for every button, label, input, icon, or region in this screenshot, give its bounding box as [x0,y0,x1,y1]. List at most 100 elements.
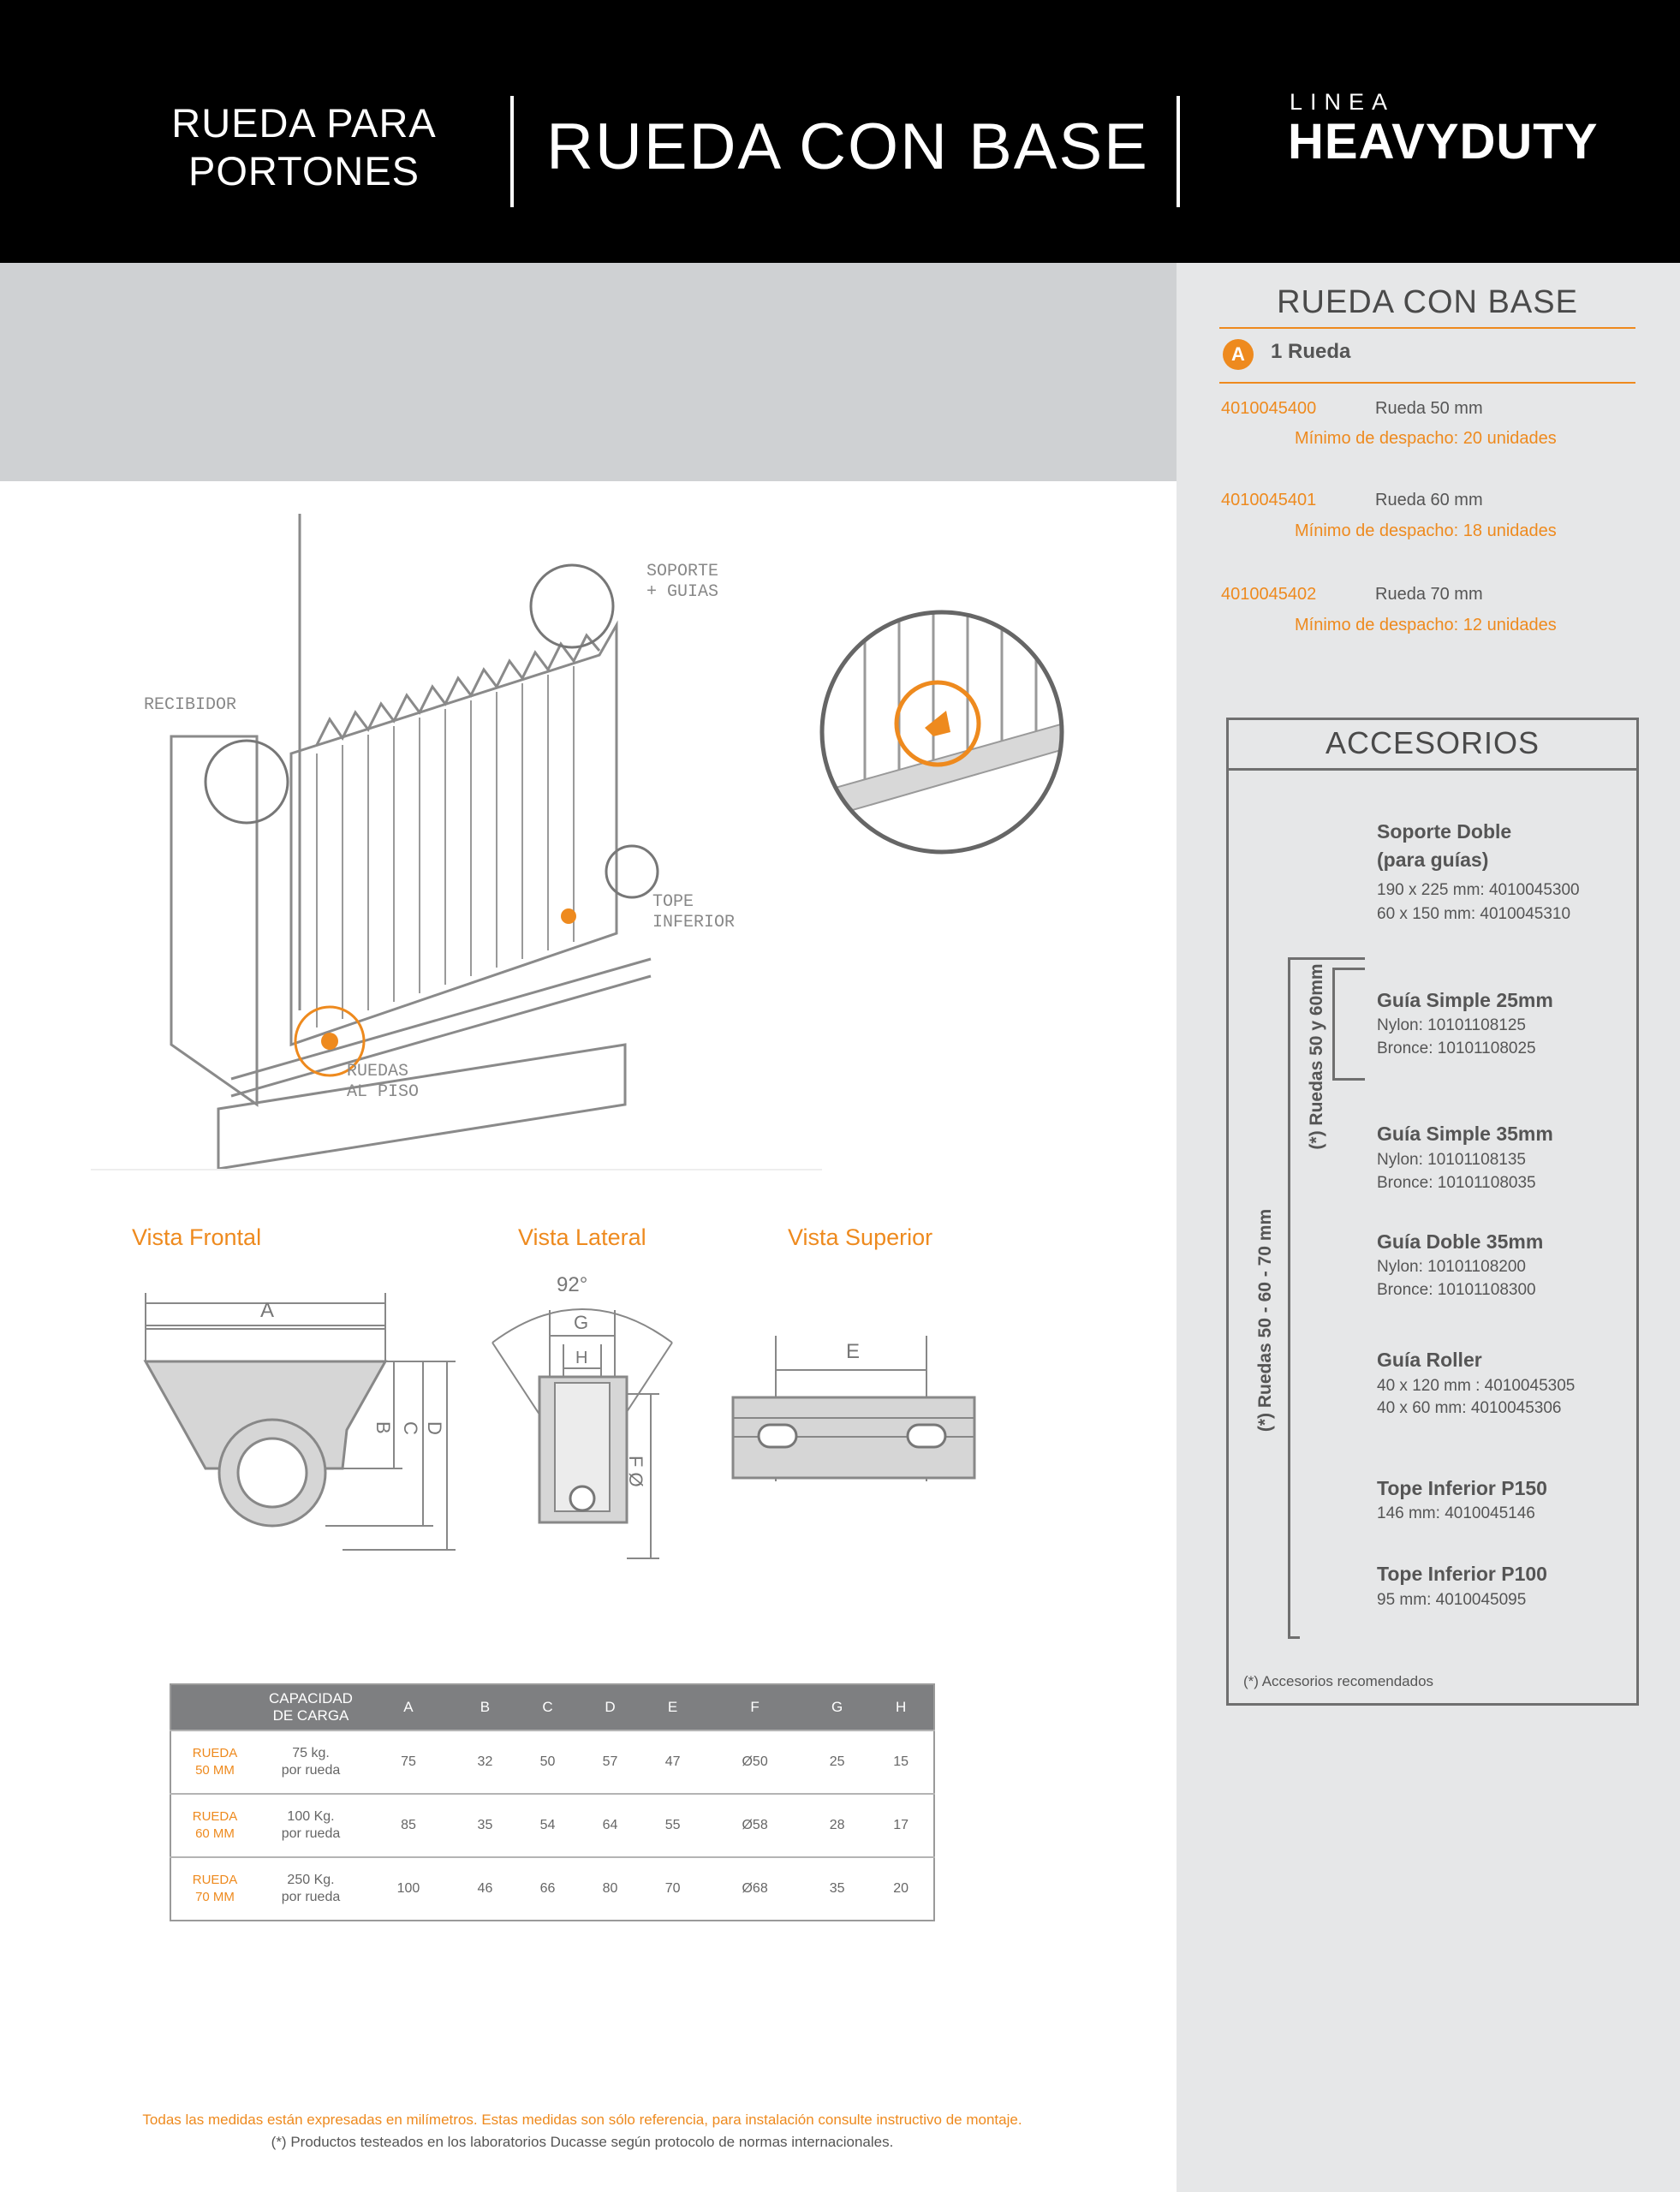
accessory-detail: Nylon: 10101108135 [1377,1151,1526,1169]
label-tope-1: TOPE [652,892,694,912]
table-cell: 35 [453,1793,516,1857]
table-header: F [704,1684,807,1730]
dim-c: C [400,1421,421,1435]
table-cell: 25 [806,1730,869,1794]
table-header: D [579,1684,642,1730]
dim-angle: 92° [557,1273,587,1296]
table-cell: 47 [641,1730,705,1794]
capacity-line: por rueda [281,1763,341,1778]
label-vista-frontal: Vista Frontal [132,1224,262,1250]
accessory-name: Soporte Doble [1377,820,1512,843]
table-cell: 70 [641,1856,705,1921]
slot-left [757,1423,798,1449]
table-header: H [868,1684,934,1730]
side-view-drawing: 92° G H F Ø [491,1273,673,1559]
accessory-detail: 95 mm: 4010045095 [1377,1591,1527,1609]
row-label-line: 60 MM [195,1826,235,1841]
table-cell: Ø58 [704,1793,807,1857]
product-minimum: Mínimo de despacho: 12 unidades [1295,616,1557,634]
table-header: CAPACIDAD DE CARGA [259,1684,363,1730]
zoom-wheel-circle [894,680,981,767]
dim-g: G [574,1312,588,1333]
accessories-box [1226,718,1639,1706]
table-cell: 57 [579,1730,642,1794]
table-cell: Ø50 [704,1730,807,1794]
gray-band [0,263,1177,481]
row-label-line: RUEDA [192,1746,238,1760]
accessory-name: (para guías) [1377,849,1489,871]
table-cell: 28 [806,1793,869,1857]
dim-e: E [846,1340,860,1363]
table-cell: 17 [868,1793,934,1857]
label-soporte-2: + GUIAS [646,582,718,602]
page-header: RUEDA PARA PORTONES RUEDA CON BASE LINEA… [0,0,1680,263]
capacity-cell: 75 kg.por rueda [259,1730,363,1794]
product-code: 4010045402 [1221,585,1317,604]
table-cell: Ø68 [704,1856,807,1921]
side-label-inner: (*) Ruedas 50 y 60mm [1307,963,1326,1150]
top-view-drawing: E [731,1336,976,1481]
receiver-post [170,735,259,1107]
table-cell: 55 [641,1793,705,1857]
accessory-detail: Bronce: 10101108300 [1377,1281,1536,1299]
table-cell: 50 [515,1730,580,1794]
table-cell: 80 [579,1856,642,1921]
capacity-line: 250 Kg. [287,1873,335,1887]
footer-note: Todas las medidas están expresadas en mi… [142,2112,1022,2128]
row-label-line: 70 MM [195,1890,235,1904]
label-recibidor: RECIBIDOR [144,695,236,715]
table-cell: 64 [579,1793,642,1857]
dim-h: H [575,1349,587,1367]
slot-right [906,1423,947,1449]
gate-illustration: SOPORTE + GUIAS RECIBIDOR TOPE INFERIOR … [91,514,822,1170]
capacity-line: por rueda [281,1826,341,1841]
table-header: A [363,1684,454,1730]
accessory-detail: 40 x 60 mm: 4010045306 [1377,1399,1562,1417]
footer-note-2: (*) Productos testeados en los laborator… [271,2134,894,2150]
category-title: RUEDA PARA PORTONES [154,99,454,195]
badge-a: A [1223,339,1254,370]
accessory-detail: 190 x 225 mm: 4010045300 [1377,881,1580,899]
accessory-name: Guía Simple 25mm [1377,989,1553,1011]
accessory-detail: Bronce: 10101108025 [1377,1039,1536,1057]
label-ruedas-2: AL PISO [347,1082,419,1102]
capacity-line: 100 Kg. [287,1809,335,1824]
table-cell: 32 [453,1730,516,1794]
product-minimum: Mínimo de despacho: 20 unidades [1295,429,1557,448]
side-label-outer: (*) Ruedas 50 - 60 - 70 mm [1255,1208,1275,1433]
product-minimum: Mínimo de despacho: 18 unidades [1295,521,1557,540]
sidebar-title: RUEDA CON BASE [1277,284,1578,320]
sidebar-rule [1219,382,1635,384]
product-code: 4010045401 [1221,491,1317,509]
bracket-inner [1332,968,1365,1081]
table-header: E [641,1684,705,1730]
wheel-marker-2 [561,908,576,924]
table-cell: 75 [363,1730,454,1794]
product-desc: Rueda 60 mm [1375,491,1483,509]
dim-a: A [260,1299,274,1322]
accessories-note: (*) Accesorios recomendados [1243,1673,1434,1689]
gate-spikes [315,633,601,746]
label-vista-superior: Vista Superior [788,1224,933,1250]
accessory-name: Guía Simple 35mm [1377,1123,1553,1145]
capacity-cell: 250 Kg.por rueda [259,1856,363,1921]
header-divider [510,96,514,207]
row-label-line: RUEDA [192,1809,238,1824]
recibidor-circle [204,739,289,825]
tope-circle [605,844,659,899]
table-cell: 100 [363,1856,454,1921]
page-title: RUEDA CON BASE [546,110,1149,183]
wheel-highlight-circle [294,1005,366,1077]
table-header [170,1684,259,1730]
spec-table: CAPACIDAD DE CARGA A B C D E F G H RUEDA… [170,1683,935,1921]
soporte-circle [529,563,615,649]
table-cell: 46 [453,1856,516,1921]
label-vista-lateral: Vista Lateral [518,1224,646,1250]
header-divider [1177,96,1180,207]
accessory-detail: Nylon: 10101108125 [1377,1016,1526,1034]
front-view-drawing: A B C D [143,1293,456,1551]
table-header: B [453,1684,516,1730]
